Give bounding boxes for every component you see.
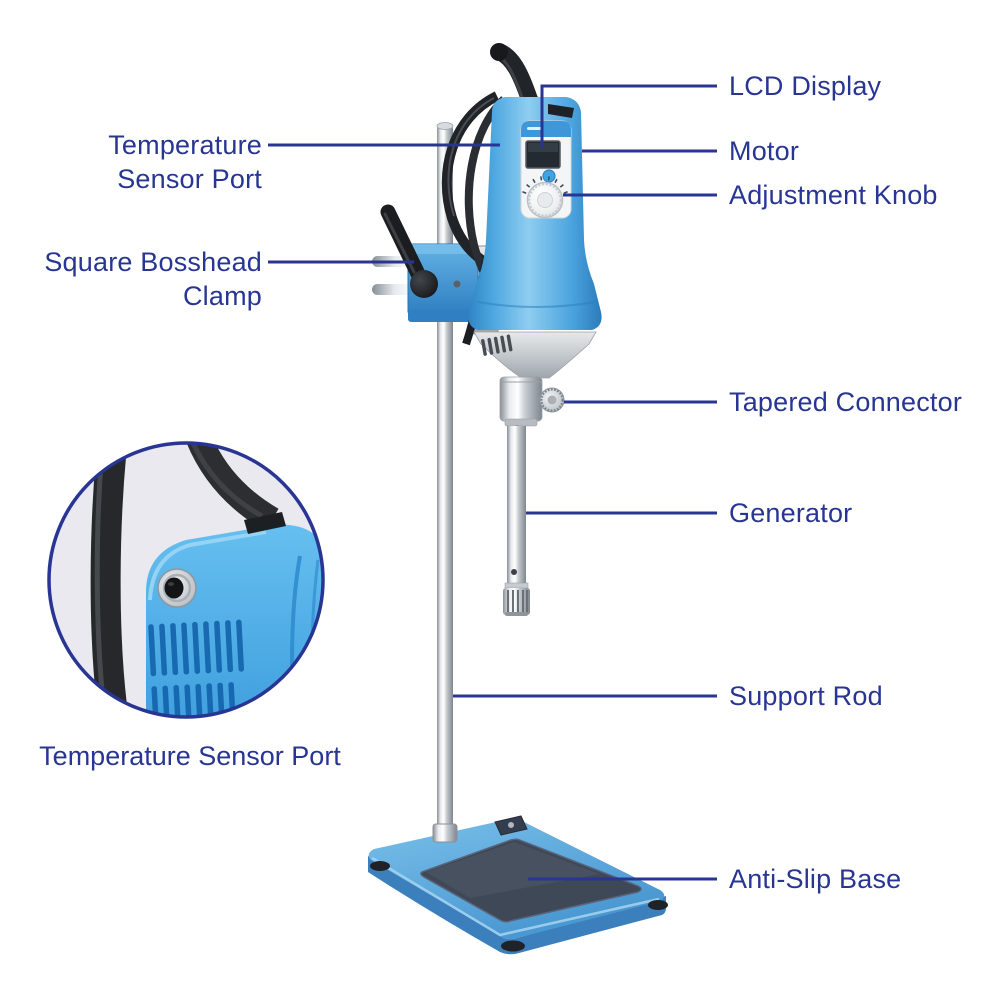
callout-label-adjustment-knob: Adjustment Knob (729, 180, 938, 210)
connector-vents (481, 334, 513, 356)
callout-label-line: Clamp (182, 281, 262, 311)
inset-caption-temperature-sensor-port: Temperature Sensor Port (39, 741, 341, 771)
support-rod-cap (436, 122, 454, 130)
inset-corner-highlight (148, 530, 267, 601)
generator-flange (504, 582, 529, 589)
panel-button[interactable] (542, 169, 556, 183)
handle-cap (490, 43, 508, 61)
knob-scale-ticks (522, 176, 568, 194)
base-mat-sheen (426, 842, 600, 898)
callout-label-tapered-connector: Tapered Connector (729, 387, 963, 417)
side-knob-knurl (540, 388, 564, 412)
motor-top-tab (548, 104, 574, 118)
base-label-mark (508, 822, 514, 828)
base-foot-right (648, 900, 668, 910)
callout-label-temperature-sensor-port: Temperature Sensor Port (108, 128, 262, 196)
clamp-bottom-flange (408, 310, 478, 322)
clamp-screw (453, 280, 461, 288)
base-thickness (368, 856, 666, 955)
support-rod-nut (432, 823, 458, 843)
adjustment-knob-center (537, 192, 553, 208)
side-knob-center (547, 395, 557, 405)
inset-circle-border (47, 441, 325, 719)
panel-brand-mark (527, 127, 543, 130)
callout-label-line: Temperature (108, 130, 262, 160)
anti-slip-base (368, 815, 668, 955)
inset-cable-top-sheen (187, 443, 264, 519)
clamp-lever-arm (380, 204, 428, 286)
motor-body-seam (477, 301, 597, 308)
callout-label-anti-slip-base: Anti-Slip Base (729, 864, 902, 894)
tapered-connector (473, 331, 597, 435)
callout-label-line: Sensor Port (117, 164, 262, 194)
callout-label-generator: Generator (729, 498, 853, 528)
generator-head-rim (505, 612, 528, 616)
panel-header (521, 121, 571, 137)
generator (503, 426, 530, 616)
clamp-block-top-lip (408, 244, 478, 254)
inset-cable-strap (90, 443, 129, 717)
collar-step-ring (504, 418, 538, 427)
connector-collar (499, 376, 543, 422)
callout-label-lcd-display: LCD Display (729, 71, 882, 101)
clamp-lever-knob (410, 270, 438, 298)
port-plug-highlight (168, 582, 174, 586)
generator-head-ridges (507, 590, 528, 614)
base-edge-highlight (371, 856, 660, 937)
control-panel (520, 120, 572, 219)
inset-zoom-circle (47, 441, 325, 719)
inset-switch-tab (244, 512, 286, 534)
callout-label-motor: Motor (729, 136, 800, 166)
inset-vent-slots (148, 619, 245, 717)
adjustment-knob-knurl (527, 182, 563, 218)
callout-label-square-bosshead-clamp: Square Bosshead Clamp (44, 245, 262, 313)
leader-lines (268, 84, 717, 881)
leader-lcd-display (540, 84, 717, 148)
port-plug (164, 577, 184, 599)
base-foot-front (501, 940, 525, 952)
callout-label-line: Square Bosshead (44, 247, 262, 277)
port-ring (162, 573, 192, 603)
base-foot-left (370, 861, 390, 871)
cable-highlight (447, 97, 495, 217)
shaft-hole (511, 569, 517, 575)
generator-shaft (507, 426, 526, 586)
callout-label-support-rod: Support Rod (729, 681, 883, 711)
